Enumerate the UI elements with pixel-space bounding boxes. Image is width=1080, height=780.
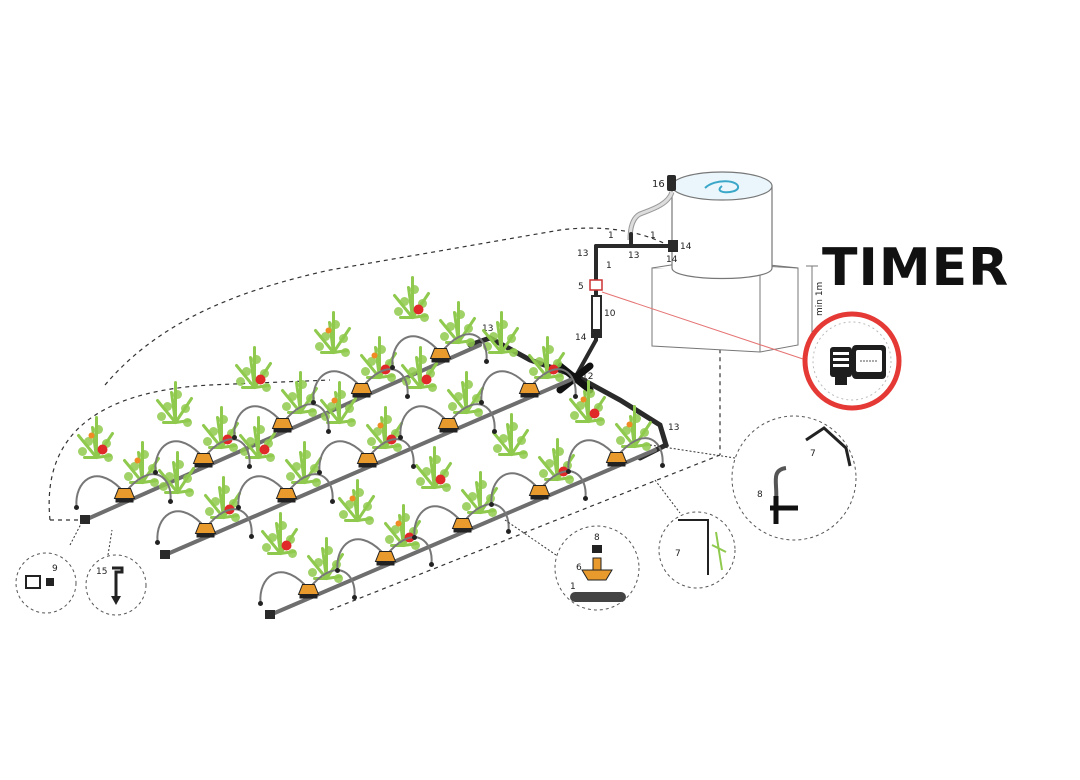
timer-icon bbox=[830, 345, 886, 385]
tomato-plant bbox=[320, 381, 357, 427]
label-10: 10 bbox=[604, 309, 616, 319]
dripper-assembly bbox=[258, 569, 357, 606]
height-note: min 1m bbox=[815, 282, 825, 316]
label-1-b: 1 bbox=[650, 231, 656, 241]
label-5: 5 bbox=[578, 282, 584, 292]
tomato-plant bbox=[461, 471, 498, 517]
label-13-tee: 13 bbox=[628, 251, 639, 261]
dripper-assembly bbox=[335, 536, 434, 573]
label-14-a: 14 bbox=[680, 242, 692, 252]
label-13-a: 13 bbox=[482, 324, 493, 334]
label-7-b: 7 bbox=[810, 449, 816, 459]
water-tank bbox=[671, 171, 773, 280]
tomato-plants bbox=[77, 276, 652, 583]
valve-5 bbox=[589, 279, 603, 291]
tomato-plant bbox=[360, 336, 397, 382]
dripper-assembly bbox=[489, 470, 588, 507]
timer-leader-line bbox=[601, 291, 813, 363]
tomato-plant bbox=[338, 479, 375, 525]
dripper-assembly bbox=[566, 437, 665, 474]
dripper-assembly bbox=[390, 333, 489, 370]
drip-emitters bbox=[74, 333, 665, 606]
tomato-plant bbox=[314, 311, 351, 357]
detail-callout-8-7 bbox=[649, 415, 857, 541]
tomato-plant bbox=[158, 451, 195, 497]
tomato-plant bbox=[439, 301, 476, 347]
label-13-top: 13 bbox=[577, 249, 588, 259]
label-1-detail: 1 bbox=[570, 582, 576, 592]
tomato-plant bbox=[204, 476, 241, 522]
tomato-plant bbox=[281, 371, 318, 417]
tomato-plant bbox=[77, 416, 114, 462]
tomato-plant bbox=[235, 346, 272, 392]
label-14-c: 14 bbox=[575, 333, 587, 343]
label-8-b: 8 bbox=[757, 490, 763, 500]
label-14-b: 14 bbox=[666, 255, 678, 265]
label-8-a: 8 bbox=[594, 533, 600, 543]
tomato-plant bbox=[261, 512, 298, 558]
label-6: 6 bbox=[576, 563, 582, 573]
main-header-pipe bbox=[467, 335, 669, 461]
dripper-assembly bbox=[311, 368, 410, 405]
dripper-assembly bbox=[155, 508, 254, 545]
detail-callout-7-stake bbox=[654, 479, 736, 589]
dripper-assembly bbox=[236, 473, 335, 510]
label-1-pipe: 1 bbox=[606, 261, 612, 271]
fitting-14-lower bbox=[591, 330, 602, 338]
dripper-assembly bbox=[317, 438, 416, 475]
detail-callout-dripper bbox=[504, 519, 640, 611]
tomato-plant bbox=[447, 371, 484, 417]
filter-10 bbox=[591, 295, 602, 331]
tomato-plant bbox=[366, 406, 403, 452]
dripper-assembly bbox=[153, 438, 252, 475]
greenhouse-outline bbox=[48, 227, 721, 611]
lateral-end-caps bbox=[80, 515, 275, 619]
tomato-plant bbox=[123, 441, 160, 487]
dripper-assembly bbox=[479, 368, 578, 405]
dripper-assembly bbox=[232, 403, 331, 440]
tomato-plant bbox=[393, 276, 430, 322]
tomato-plant bbox=[415, 446, 452, 492]
tomato-plant bbox=[569, 380, 606, 426]
tomato-plant bbox=[239, 416, 276, 462]
tomato-plant bbox=[482, 311, 519, 357]
tank-cap-fitting bbox=[627, 175, 676, 241]
tomato-plant bbox=[202, 406, 239, 452]
label-12: 12 bbox=[582, 372, 593, 382]
tomato-plant bbox=[156, 381, 193, 427]
label-13-b: 13 bbox=[668, 423, 679, 433]
tomato-plant bbox=[615, 405, 652, 451]
tomato-plant bbox=[492, 413, 529, 459]
detail-callout-15 bbox=[85, 529, 147, 616]
timer-title: TIMER bbox=[822, 238, 1010, 298]
label-16: 16 bbox=[652, 179, 665, 190]
dripper-assembly bbox=[412, 503, 511, 540]
label-1-a: 1 bbox=[608, 231, 614, 241]
tomato-plant bbox=[285, 441, 322, 487]
tomato-plant bbox=[528, 336, 565, 382]
dripper-assembly bbox=[74, 473, 173, 510]
tomato-plant bbox=[307, 537, 344, 583]
label-15: 15 bbox=[96, 567, 107, 577]
dripper-assembly bbox=[398, 403, 497, 440]
label-7-a: 7 bbox=[675, 549, 681, 559]
detail-callout-9 bbox=[15, 521, 83, 614]
shutoff-valve-14 bbox=[668, 240, 678, 252]
label-9: 9 bbox=[52, 564, 58, 574]
